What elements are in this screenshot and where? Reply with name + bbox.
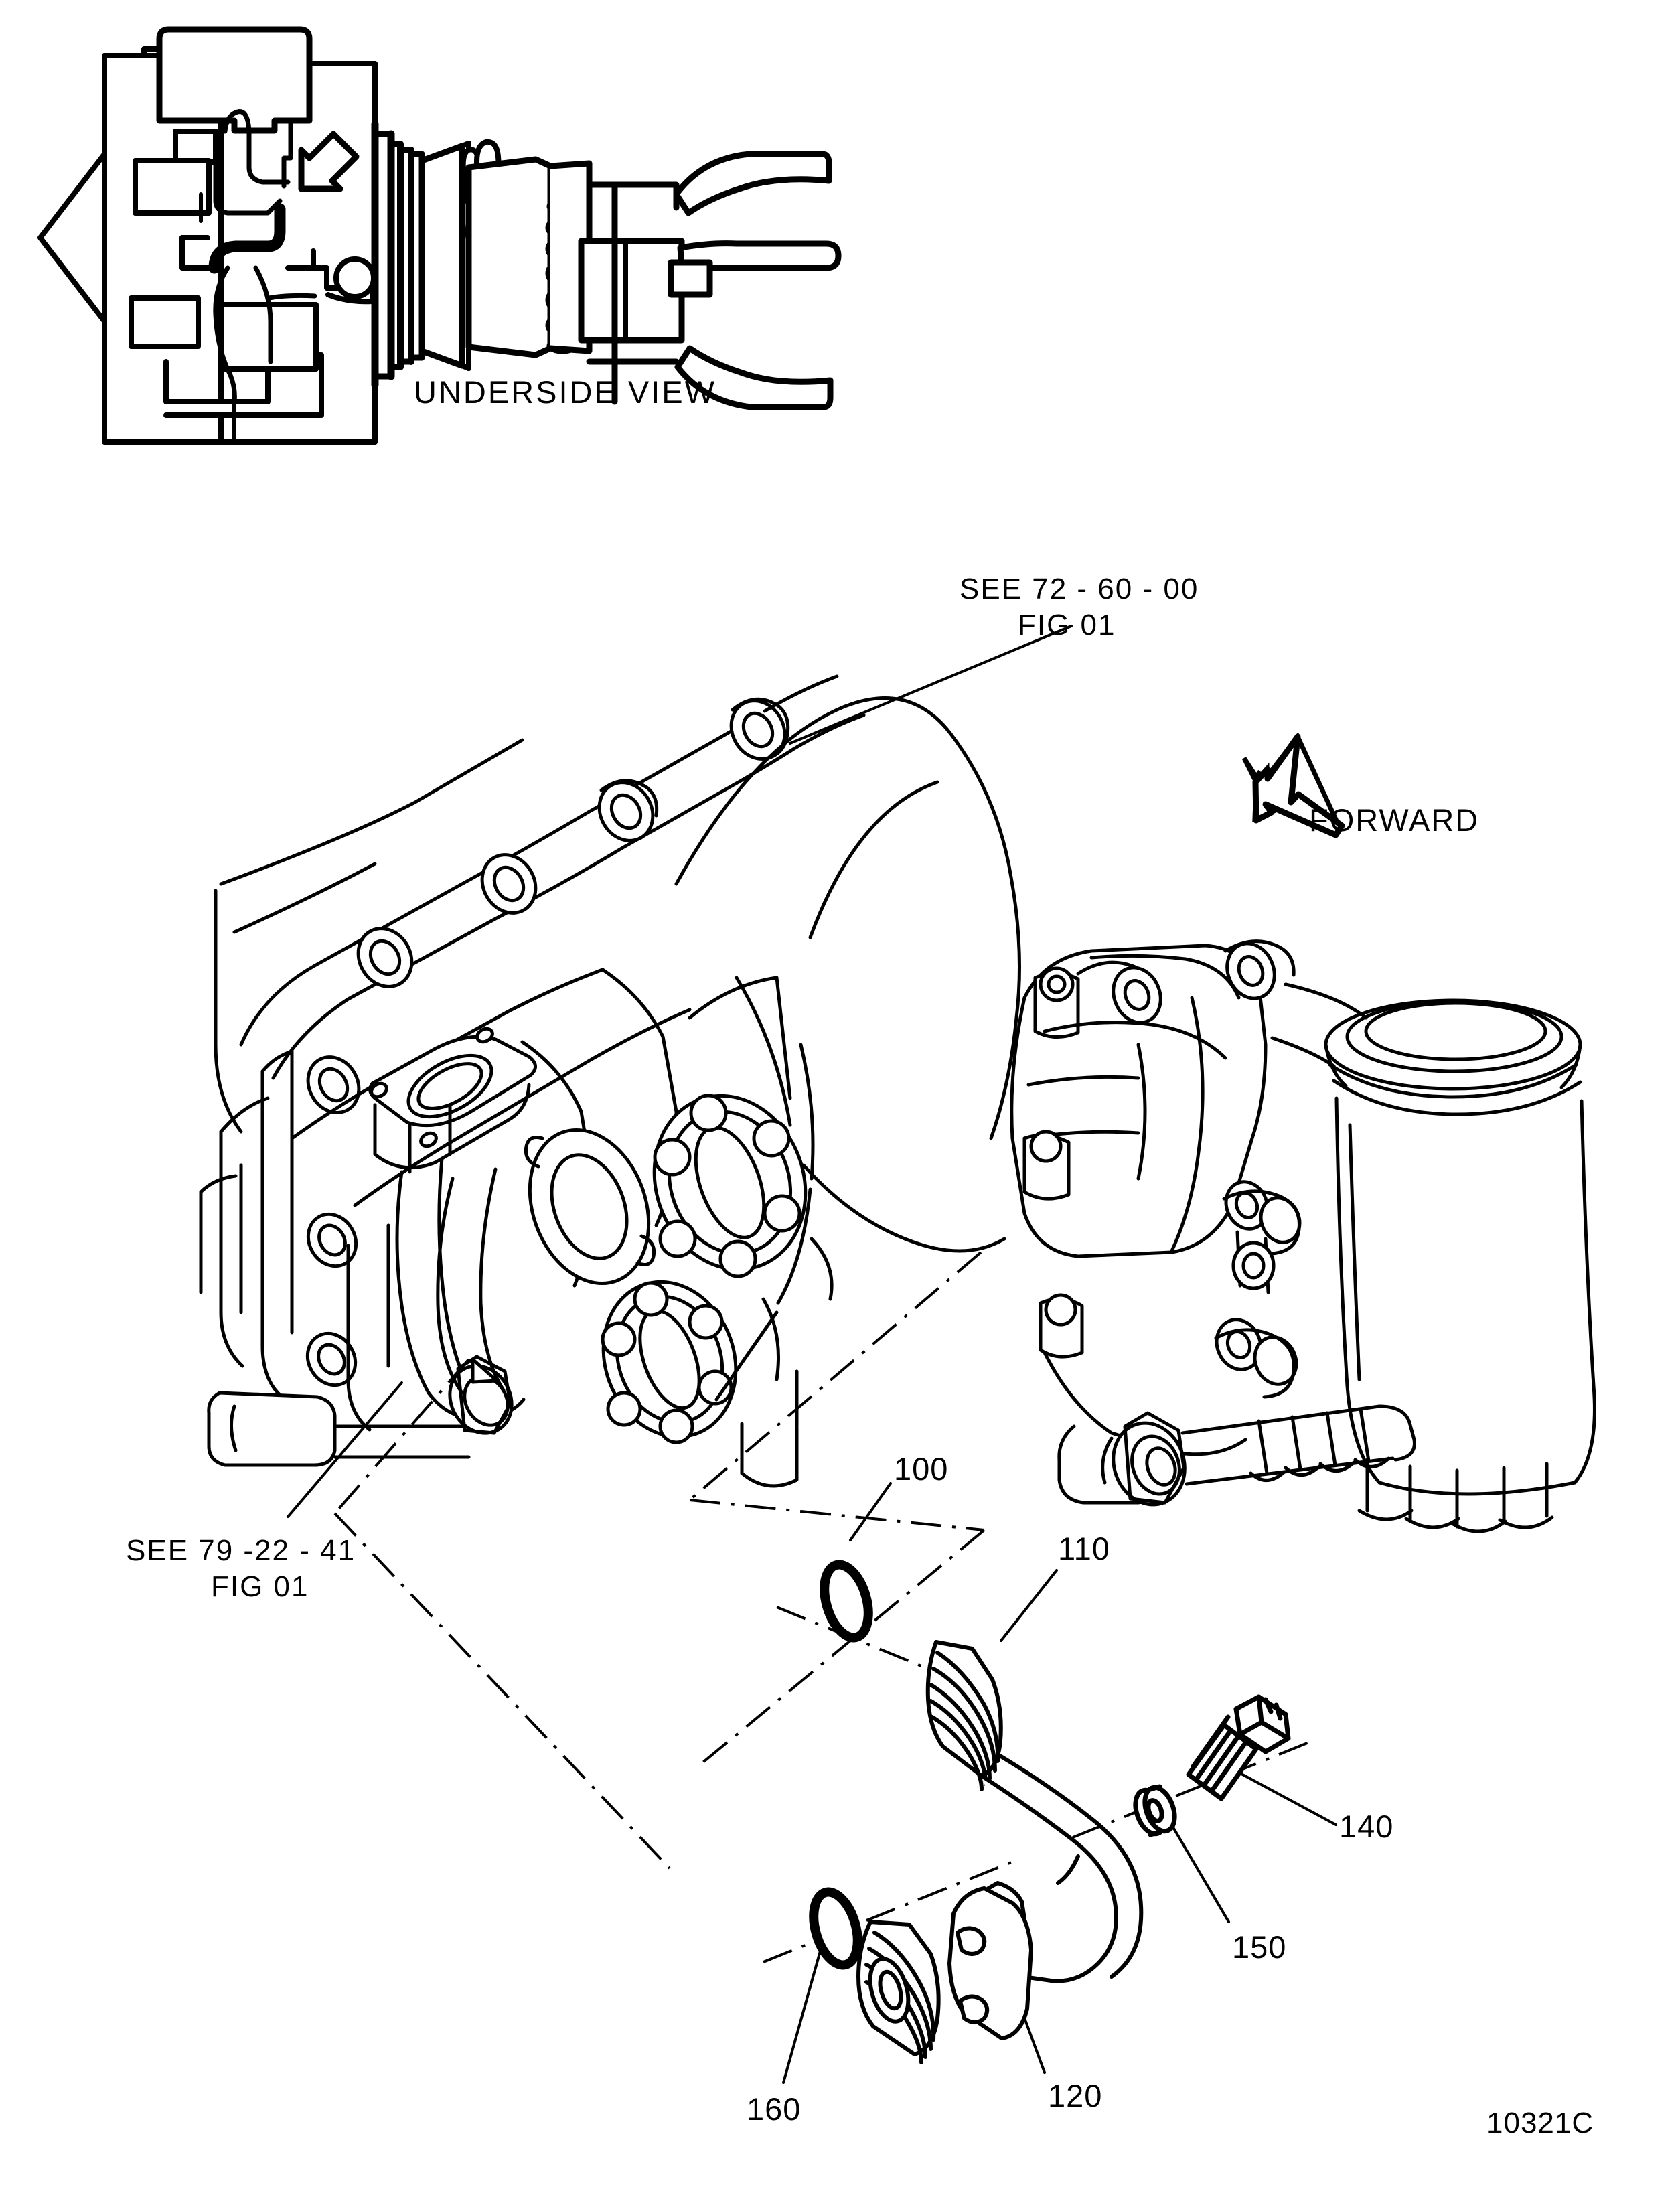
callout-160: 160 bbox=[747, 2091, 801, 2127]
oil-tube bbox=[856, 1640, 1144, 2064]
callout-120: 120 bbox=[1048, 2078, 1103, 2113]
reference-72-60-00-line2: FIG 01 bbox=[1018, 609, 1116, 642]
reference-72-60-00-line1: SEE 72 - 60 - 00 bbox=[960, 573, 1199, 605]
drawing-number: 10321C bbox=[1486, 2107, 1594, 2139]
oil-filter-canister bbox=[1270, 982, 1596, 1533]
reference-79-22-41-line2: FIG 01 bbox=[211, 1570, 309, 1603]
callout-150: 150 bbox=[1232, 1929, 1287, 1965]
inset-engine-view bbox=[37, 26, 842, 445]
fuel-pump-housing bbox=[1010, 939, 1416, 1507]
reference-79-22-41-line1: SEE 79 -22 - 41 bbox=[126, 1534, 356, 1567]
engine-casing-cowl bbox=[674, 696, 1021, 1253]
callout-110: 110 bbox=[1058, 1531, 1110, 1566]
callout-100: 100 bbox=[894, 1451, 949, 1487]
underside-view-caption: UNDERSIDE VIEW bbox=[414, 374, 716, 410]
accessory-gearbox-assembly bbox=[199, 674, 866, 1488]
washer bbox=[1133, 1784, 1177, 1837]
exploded-oil-tube-parts bbox=[809, 1560, 1291, 2064]
o-ring-upper bbox=[820, 1560, 873, 1643]
callout-140: 140 bbox=[1339, 1809, 1394, 1844]
o-ring-lower bbox=[809, 1887, 862, 1970]
bolt bbox=[1186, 1694, 1291, 1801]
forward-direction-label: FORWARD bbox=[1309, 802, 1480, 838]
forward-arrow-icon bbox=[1241, 732, 1345, 838]
